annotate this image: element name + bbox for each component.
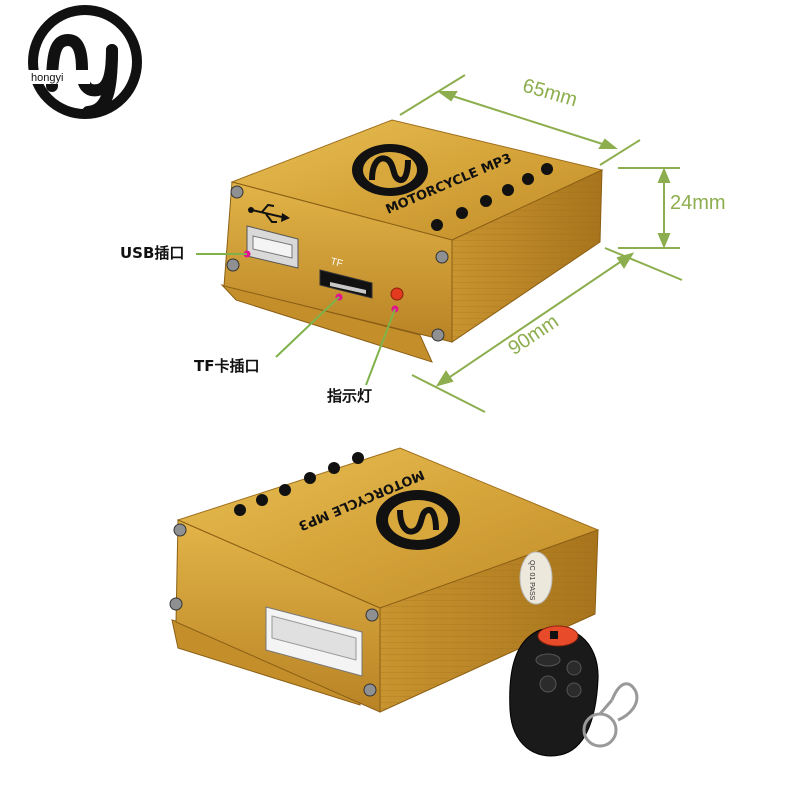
tf-panel-label: TF — [329, 256, 344, 270]
qc-sticker-text: QC 01 PASS — [528, 560, 535, 601]
tf-slot-callout: TF卡插口 — [194, 357, 260, 375]
indicator-led — [390, 287, 404, 301]
usb-port — [246, 225, 299, 269]
function-icons-row — [431, 163, 553, 231]
rear-top-logo — [376, 490, 460, 550]
remote-mode-button — [535, 653, 561, 667]
usb-port-callout: USB插口 — [120, 244, 185, 262]
qc-sticker: QC 01 PASS — [519, 551, 553, 605]
device-top-logo — [352, 144, 428, 196]
logo-text: hongyi — [31, 72, 63, 84]
tf-card-slot — [319, 269, 373, 299]
dimension-lines — [399, 74, 683, 413]
indicator-light-callout: 指示灯 — [327, 387, 373, 405]
remote-control — [509, 625, 639, 757]
device-rear-view: MOTORCYCLE MP3 QC 01 PASS — [169, 447, 600, 713]
hongyi-logo: hongyi — [28, 5, 142, 119]
device-front-view: MOTORCYCLE MP3 TF — [220, 119, 604, 363]
remote-next-button — [566, 660, 582, 676]
usb-icon — [248, 203, 290, 223]
callout-lines — [196, 253, 396, 386]
dimension-24mm: 24mm — [670, 192, 726, 214]
wire-connector — [265, 606, 363, 677]
key-ring — [582, 682, 639, 748]
rear-function-icons — [234, 452, 364, 516]
remote-vol-button — [566, 682, 582, 698]
remote-play-button — [539, 675, 557, 693]
